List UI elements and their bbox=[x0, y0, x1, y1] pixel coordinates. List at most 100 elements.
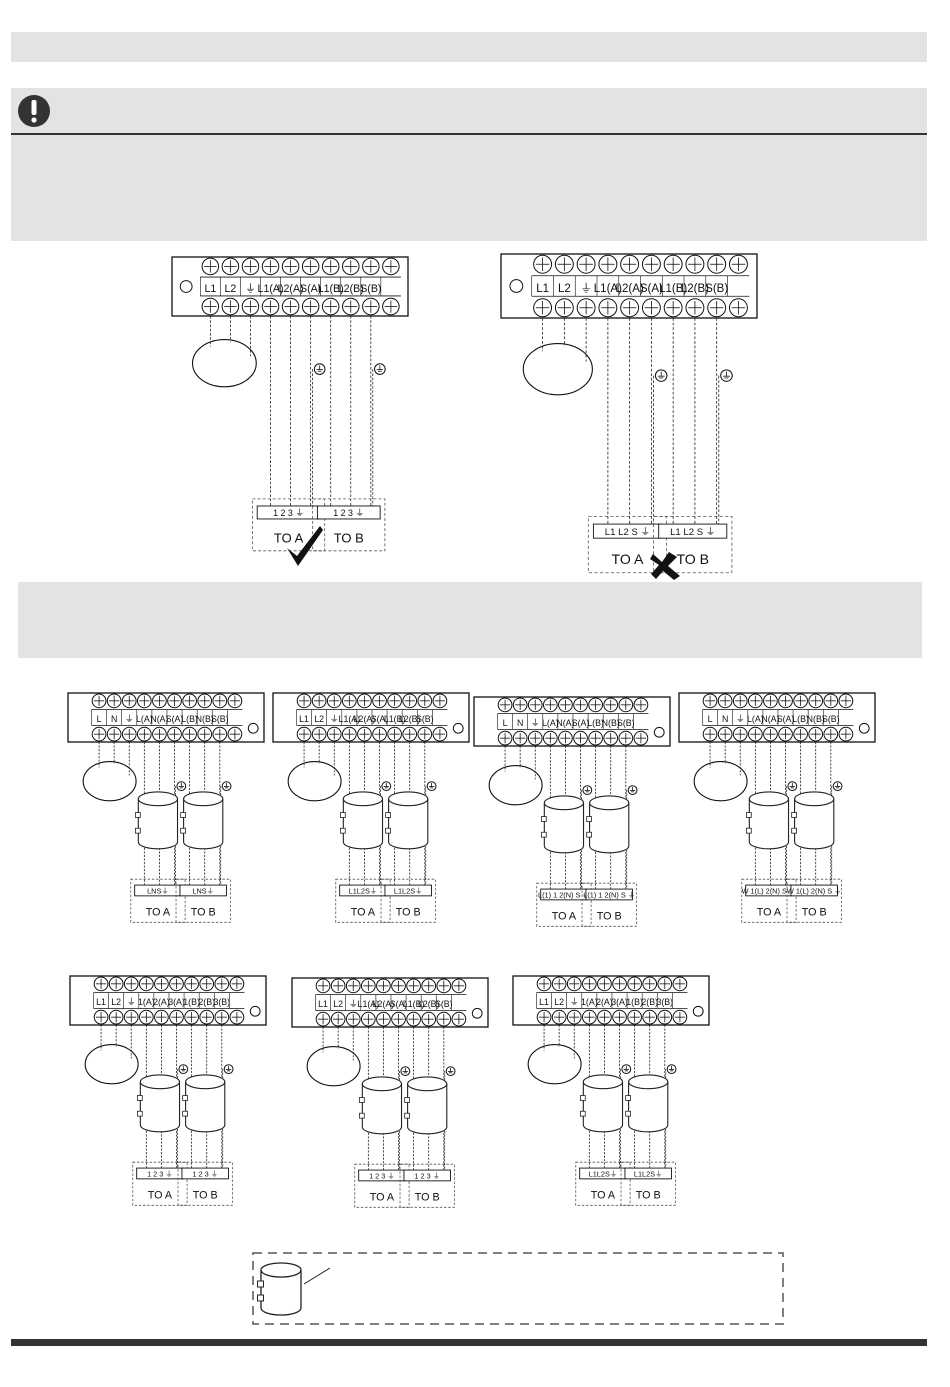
unit-label: TO A bbox=[146, 906, 171, 918]
power-supply-oval bbox=[82, 761, 137, 802]
terminal-label: N bbox=[517, 718, 523, 728]
cable-sheath bbox=[342, 798, 384, 850]
unit-terminal-label: 1 2 3 ⏚ bbox=[273, 508, 304, 518]
unit-box bbox=[786, 878, 842, 923]
terminal-label: 3(B) bbox=[656, 997, 673, 1007]
cable-sheath bbox=[361, 1083, 403, 1135]
terminal-label: S(B) bbox=[360, 283, 381, 295]
power-supply-oval bbox=[191, 339, 257, 388]
power-supply-oval bbox=[527, 1044, 582, 1085]
terminal-label: S(A) bbox=[300, 283, 321, 295]
power-supply-oval bbox=[488, 765, 543, 806]
terminal-label: 1(A) bbox=[581, 997, 598, 1007]
warning-title-rule bbox=[11, 133, 927, 135]
unit-label: TO A bbox=[612, 551, 644, 567]
unit-box bbox=[536, 882, 592, 927]
cable-sheath bbox=[183, 798, 224, 850]
section-band bbox=[18, 582, 922, 658]
terminal-label: L1(B) bbox=[384, 714, 406, 724]
check-mark-icon bbox=[287, 526, 323, 566]
terminal-label: L2 bbox=[225, 283, 237, 295]
terminal-label: S(A) bbox=[572, 718, 590, 728]
unit-terminal-label: L1L2S⏚ bbox=[349, 886, 378, 895]
terminal-label: 2(A) bbox=[596, 997, 613, 1007]
legend-box bbox=[252, 1252, 784, 1325]
unit-box bbox=[175, 878, 231, 923]
terminal-label: ⏚ bbox=[580, 282, 592, 295]
unit-terminal-block bbox=[658, 523, 728, 539]
warning-body-band bbox=[11, 135, 927, 241]
terminal-label: 1(B) bbox=[626, 997, 643, 1007]
unit-box bbox=[587, 516, 668, 574]
unit-label: TO A bbox=[591, 1189, 616, 1201]
unit-label: TO B bbox=[802, 906, 827, 918]
terminal-label: L2(B) bbox=[418, 999, 440, 1009]
unit-label: TO A bbox=[370, 1191, 395, 1203]
unit-label: TO A bbox=[351, 906, 376, 918]
power-supply-oval bbox=[693, 761, 748, 802]
terminal-label: N(B) bbox=[602, 718, 620, 728]
cable-sheath bbox=[748, 798, 790, 850]
unit-label: TO B bbox=[396, 906, 421, 918]
header-band bbox=[11, 32, 927, 62]
terminal-label: 3(A) bbox=[168, 997, 185, 1007]
power-supply-oval bbox=[522, 343, 593, 396]
unit-label: TO B bbox=[636, 1189, 661, 1201]
terminal-label: L(B) bbox=[792, 714, 809, 724]
unit-terminal-block bbox=[403, 1169, 451, 1182]
terminal-label: L bbox=[708, 714, 713, 724]
terminal-label: ⏚ bbox=[570, 997, 579, 1007]
mounting-hole bbox=[509, 279, 524, 293]
unit-box bbox=[335, 878, 391, 923]
mounting-hole bbox=[452, 722, 464, 734]
unit-box bbox=[312, 498, 386, 552]
power-supply-oval bbox=[306, 1046, 361, 1087]
terminal-label: L2 bbox=[314, 714, 324, 724]
terminal-label: 2(B) bbox=[641, 997, 658, 1007]
terminal-label: L1(A) bbox=[339, 714, 361, 724]
mounting-hole bbox=[179, 280, 193, 293]
unit-label: TO B bbox=[415, 1191, 440, 1203]
terminal-label: N(A) bbox=[150, 714, 168, 724]
terminal-label: S(A) bbox=[777, 714, 795, 724]
unit-label: TO B bbox=[191, 906, 216, 918]
terminal-label: L(A) bbox=[747, 714, 764, 724]
cable-sheath bbox=[794, 798, 835, 850]
unit-terminal-block bbox=[316, 505, 381, 520]
warning-title-band bbox=[11, 88, 927, 134]
terminal-label: L(A) bbox=[542, 718, 559, 728]
terminal-label: L2 bbox=[554, 997, 564, 1007]
unit-terminal-block bbox=[624, 1167, 672, 1180]
terminal-label: L bbox=[503, 718, 508, 728]
terminal-label: L bbox=[97, 714, 102, 724]
power-supply-oval bbox=[84, 1044, 139, 1085]
cable-sheath bbox=[139, 1081, 181, 1133]
unit-terminal-label: L1L2S⏚ bbox=[394, 886, 423, 895]
cable-sheath bbox=[628, 1081, 669, 1133]
unit-box bbox=[177, 1161, 233, 1206]
mounting-hole bbox=[858, 722, 870, 734]
power-supply-oval bbox=[287, 761, 342, 802]
terminal-label: 1(B) bbox=[183, 997, 200, 1007]
unit-terminal-label: 1 2 3 ⏚ bbox=[147, 1169, 173, 1178]
unit-box bbox=[741, 878, 797, 923]
cable-sheath bbox=[589, 802, 630, 854]
terminal-label: L1(B) bbox=[403, 999, 425, 1009]
terminal-label: ⏚ bbox=[349, 999, 358, 1009]
unit-label: TO B bbox=[193, 1189, 218, 1201]
terminal-label: S(B) bbox=[416, 714, 434, 724]
terminal-label: L2(B) bbox=[338, 283, 364, 295]
terminal-label: ⏚ bbox=[127, 997, 136, 1007]
unit-terminal-label: L1L2S⏚ bbox=[634, 1169, 663, 1178]
terminal-label: L1(A) bbox=[358, 999, 380, 1009]
terminal-label: L1(B) bbox=[659, 283, 687, 295]
